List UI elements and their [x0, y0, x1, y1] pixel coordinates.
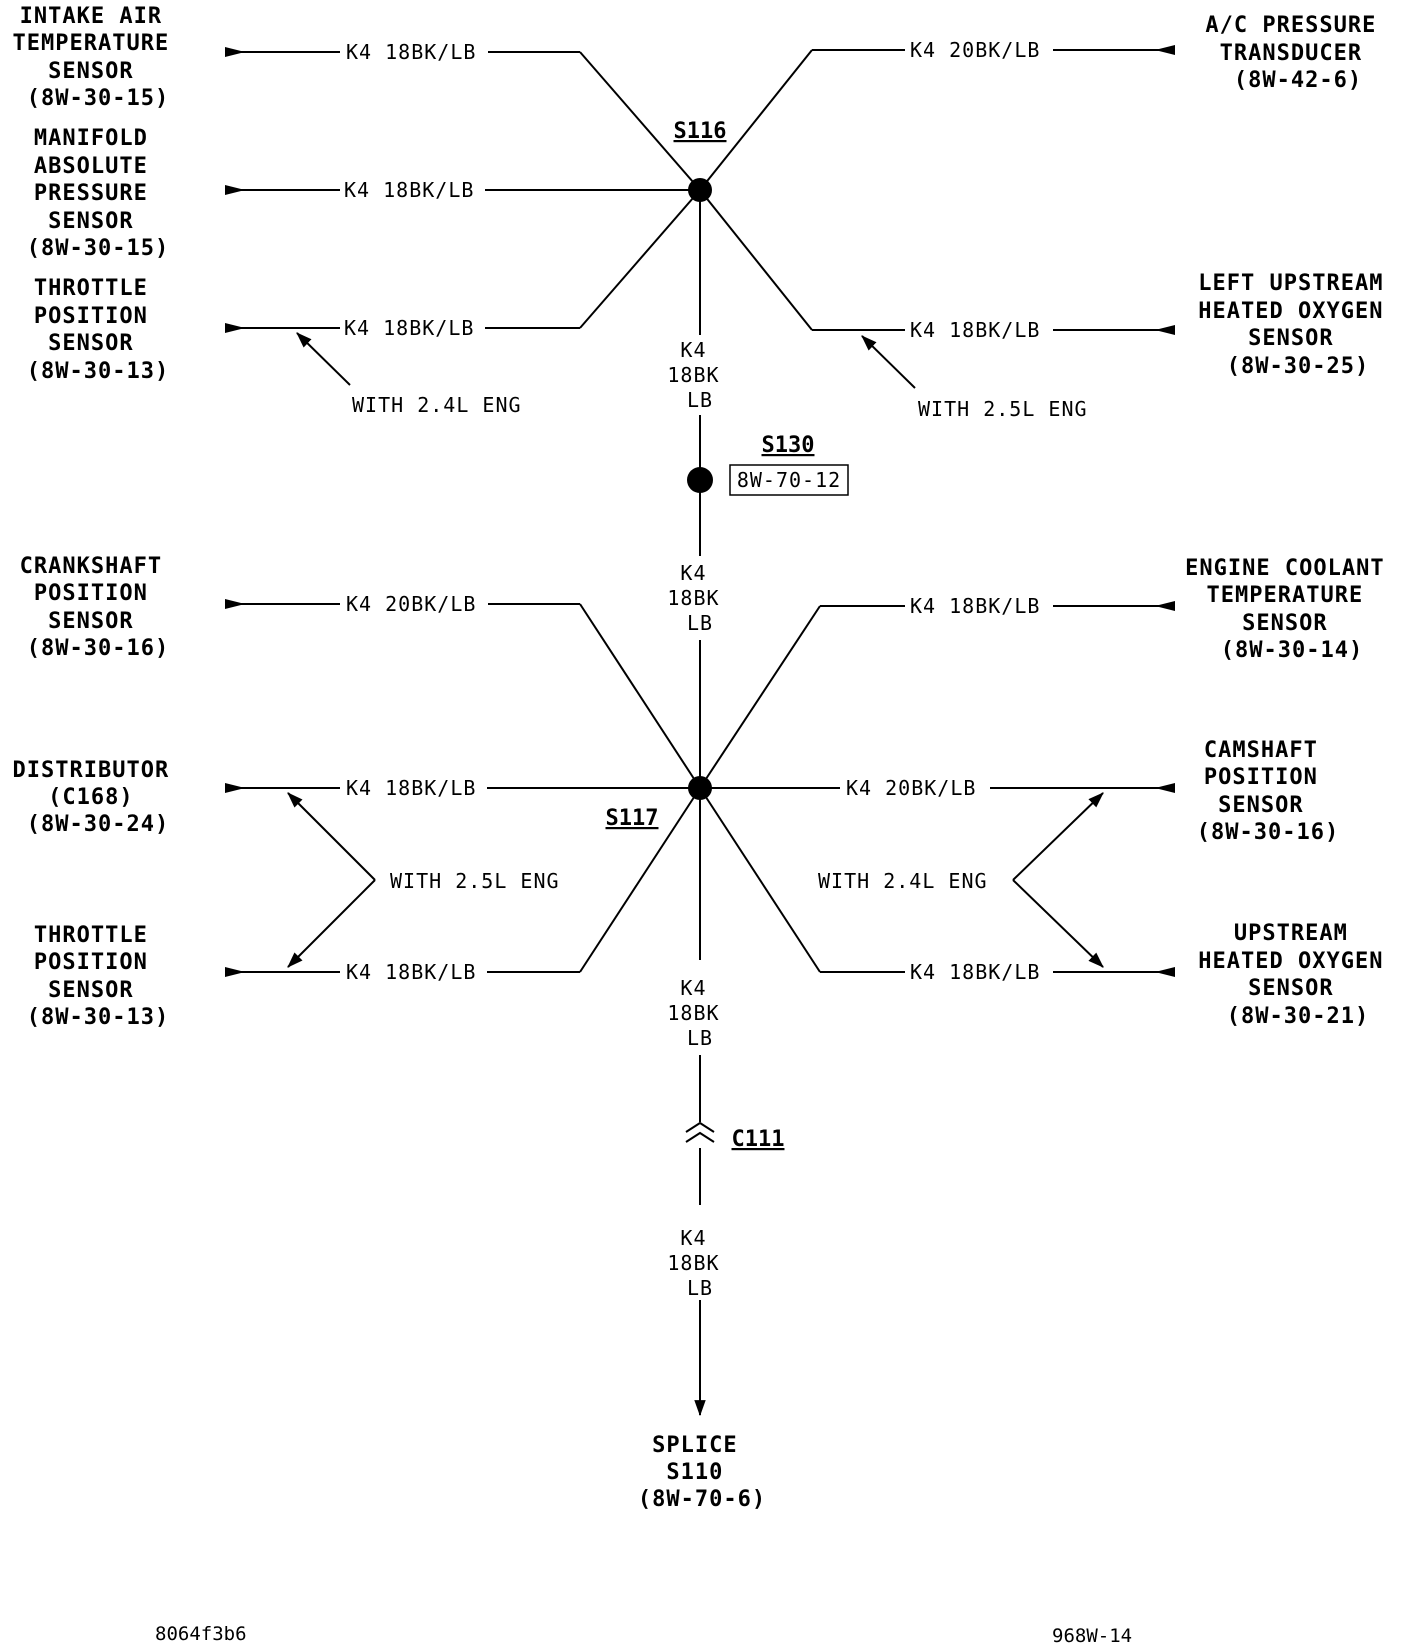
wire-label-intake: K4 18BK/LB: [346, 40, 476, 64]
wire-label-ect: K4 18BK/LB: [910, 594, 1040, 618]
label-distributor: DISTRIBUTOR (C168) (8W-30-24): [13, 758, 184, 837]
trunk-label-2: K4 18BK LB: [667, 561, 732, 635]
arrow-cam: [1155, 783, 1175, 793]
splice-label-s116: S116: [674, 119, 727, 144]
s117-wires: [225, 599, 1175, 977]
label-intake-air: INTAKE AIR TEMPERATURE SENSOR (8W-30-15): [13, 4, 184, 111]
arrow-ect: [1155, 601, 1175, 611]
label-tps-upper: THROTTLE POSITION SENSOR (8W-30-13): [27, 276, 169, 384]
c111-chevron-bottom: [685, 1131, 715, 1143]
wire-label-ac: K4 20BK/LB: [910, 38, 1040, 62]
trunk: [685, 190, 715, 1417]
trunk-label-4: K4 18BK LB: [667, 1226, 732, 1300]
label-upstream-o2: UPSTREAM HEATED OXYGEN SENSOR (8W-30-21): [1198, 921, 1397, 1029]
wire-label-up-o2: K4 18BK/LB: [910, 960, 1040, 984]
s116-wires: [225, 45, 1175, 389]
note-lower-left: WITH 2.5L ENG: [390, 869, 560, 893]
splice-s116-dot: [688, 178, 712, 202]
arrow-left-o2: [1155, 325, 1175, 335]
c111-chevron-top: [685, 1121, 715, 1133]
label-splice-s110: SPLICE S110 (8W-70-6): [638, 1433, 766, 1512]
footer-left-code: 8064f3b6: [155, 1623, 247, 1645]
arrow-up-o2: [1155, 967, 1175, 977]
label-ac-pressure: A/C PRESSURE TRANSDUCER (8W-42-6): [1205, 13, 1390, 93]
wire-label-crank: K4 20BK/LB: [346, 592, 476, 616]
label-ect: ENGINE COOLANT TEMPERATURE SENSOR (8W-30…: [1185, 556, 1399, 663]
trunk-label-3: K4 18BK LB: [667, 976, 732, 1050]
wire-label-tps-lower: K4 18BK/LB: [346, 960, 476, 984]
arrow-crank: [225, 599, 245, 609]
wire-label-map: K4 18BK/LB: [344, 178, 474, 202]
wire-label-dist: K4 18BK/LB: [346, 776, 476, 800]
splice-s117-dot: [688, 776, 712, 800]
wire-label-tps-upper: K4 18BK/LB: [344, 316, 474, 340]
wire-label-left-o2: K4 18BK/LB: [910, 318, 1040, 342]
note-upper-left: WITH 2.4L ENG: [352, 393, 522, 417]
wire-label-cam: K4 20BK/LB: [846, 776, 976, 800]
arrow-dist: [225, 783, 245, 793]
label-map-sensor: MANIFOLD ABSOLUTE PRESSURE SENSOR (8W-30…: [27, 126, 169, 261]
s130-ref-box: [729, 464, 849, 496]
label-crank: CRANKSHAFT POSITION SENSOR (8W-30-16): [20, 554, 177, 661]
arrow-tps-upper: [225, 323, 245, 333]
arrow-ac: [1155, 45, 1175, 55]
trunk-label-1: K4 18BK LB: [667, 338, 732, 412]
label-left-o2: LEFT UPSTREAM HEATED OXYGEN SENSOR (8W-3…: [1198, 271, 1397, 379]
label-tps-lower: THROTTLE POSITION SENSOR (8W-30-13): [27, 923, 169, 1030]
label-cam: CAMSHAFT POSITION SENSOR (8W-30-16): [1197, 738, 1339, 845]
arrow-intake: [225, 47, 245, 57]
splice-label-s130: S130: [762, 433, 815, 458]
footer-right-code: 968W-14: [1052, 1625, 1132, 1647]
connector-label-c111: C111: [732, 1127, 785, 1152]
s130-ref: 8W-70-12: [737, 468, 841, 492]
note-lower-right: WITH 2.4L ENG: [818, 869, 988, 893]
arrow-tps-lower: [225, 967, 245, 977]
splice-label-s117: S117: [606, 806, 659, 831]
splice-s130-dot: [687, 467, 713, 493]
arrow-map: [225, 185, 245, 195]
note-upper-right: WITH 2.5L ENG: [918, 397, 1088, 421]
